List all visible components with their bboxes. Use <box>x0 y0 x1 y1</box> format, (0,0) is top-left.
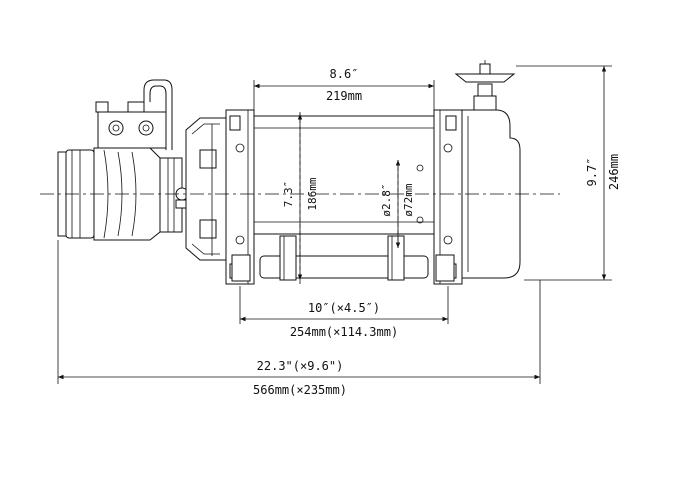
drum-width-in-label: 8.6″ <box>330 67 359 81</box>
drum-width-mm-label: 219mm <box>326 89 362 103</box>
flange-dia-in-label: 7.3″ <box>282 181 295 208</box>
gear-housing <box>454 60 521 279</box>
height-mm-label: 246mm <box>607 154 621 190</box>
core-dia-in-label: ø2.8″ <box>380 183 393 216</box>
core-dia-mm-label: ø72mm <box>402 183 415 216</box>
flange-dia-mm-label: 186mm <box>306 177 319 210</box>
height-dimension: 9.7″ 246mm <box>516 65 621 281</box>
left-end-bracket <box>185 117 227 261</box>
core-diameter-dimension: ø2.8″ ø72mm <box>380 160 415 248</box>
drum-width-dimension: 8.6″ 219mm <box>253 67 435 112</box>
mounting-dimension: 10″(×4.5″) 254mm(×114.3mm) <box>239 286 449 339</box>
hydraulic-motor <box>57 79 189 241</box>
mount-in-label: 10″(×4.5″) <box>308 301 380 315</box>
drum-hole-top <box>416 164 424 172</box>
overall-in-label: 22.3"(×9.6") <box>257 359 344 373</box>
height-in-label: 9.7″ <box>585 158 599 187</box>
flange-diameter-dimension: 7.3″ 186mm <box>282 114 319 280</box>
right-side-plate <box>433 109 463 285</box>
drum-hole-bottom <box>416 216 424 224</box>
left-side-plate <box>225 109 255 285</box>
overall-mm-label: 566mm(×235mm) <box>253 383 347 397</box>
overall-length-dimension: 22.3"(×9.6") 566mm(×235mm) <box>57 240 541 397</box>
mount-mm-label: 254mm(×114.3mm) <box>290 325 398 339</box>
